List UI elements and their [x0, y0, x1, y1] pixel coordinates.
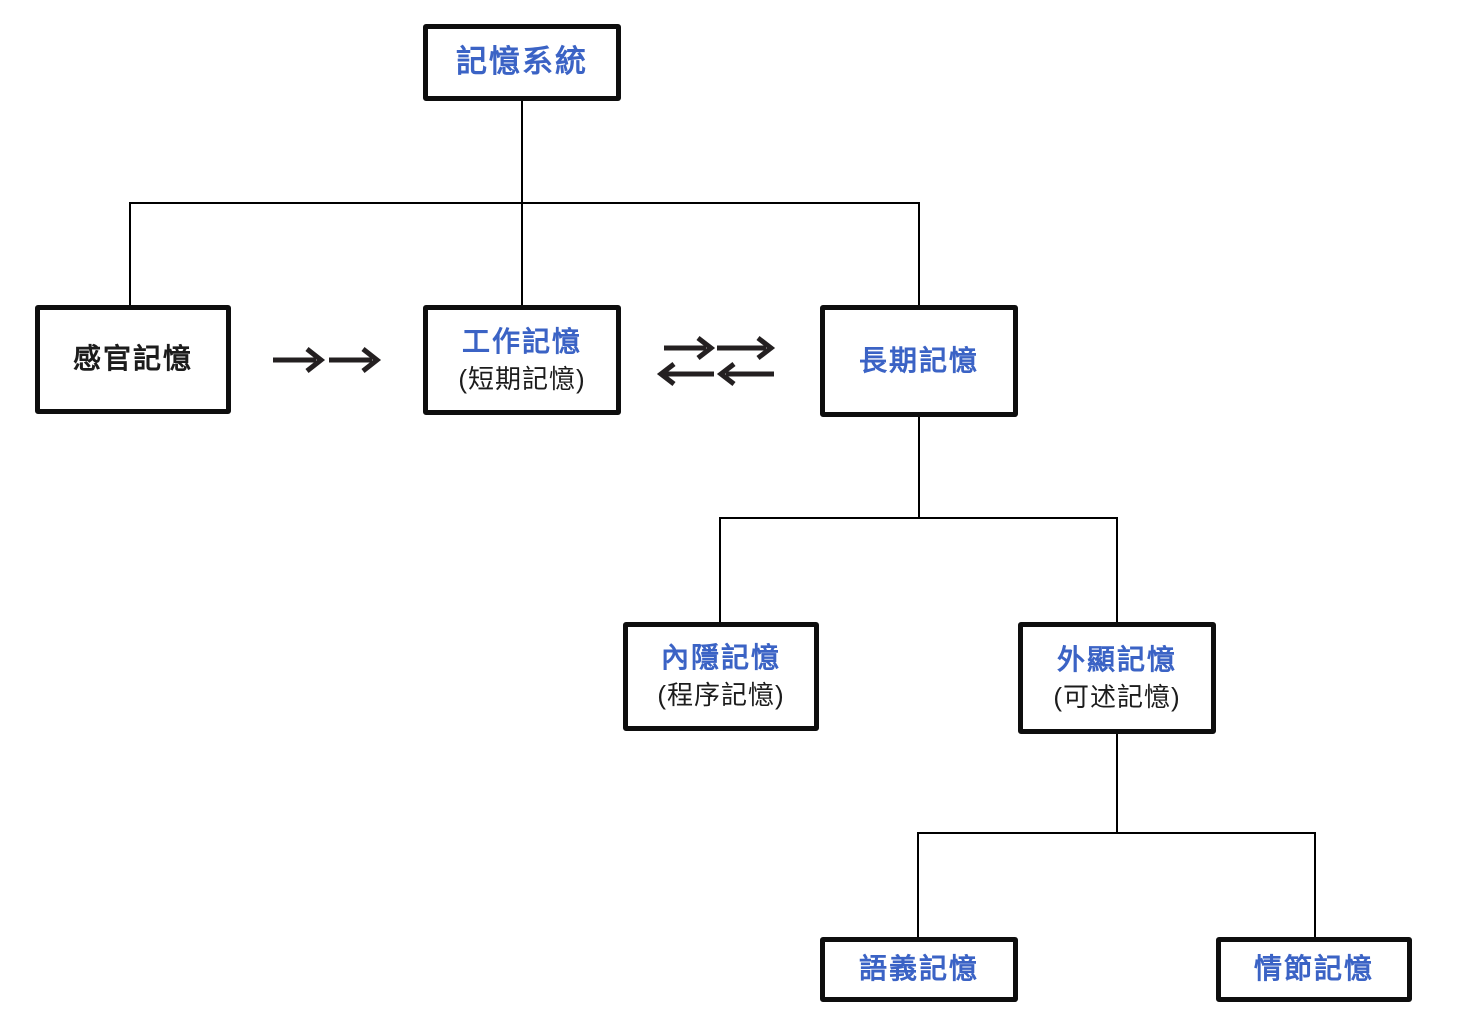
connector-level3-horizontal	[917, 832, 1316, 834]
node-semantic-memory[interactable]: 語義記憶	[820, 937, 1018, 1002]
connector-level2-horizontal	[719, 517, 1118, 519]
connector-level1-horizontal	[129, 202, 920, 204]
double-right-arrow-icon	[273, 347, 382, 373]
connector-working-vertical	[521, 203, 523, 305]
node-explicit-memory[interactable]: 外顯記憶 (可述記憶)	[1018, 622, 1216, 734]
connector-explicit-vertical	[1116, 518, 1118, 622]
node-episodic-memory-label: 情節記憶	[1253, 953, 1374, 985]
connector-longterm-vertical	[918, 203, 920, 305]
node-explicit-memory-sublabel: (可述記憶)	[1053, 681, 1181, 712]
connector-semantic-vertical	[917, 833, 919, 937]
node-working-memory-sublabel: (短期記憶)	[458, 363, 586, 394]
node-explicit-memory-label: 外顯記憶	[1056, 643, 1177, 675]
node-sensory-memory-label: 感官記憶	[72, 343, 193, 375]
double-bidirectional-arrow-icon	[656, 336, 776, 386]
connector-explicit-child-stem	[1116, 734, 1118, 833]
node-implicit-memory-label: 內隱記憶	[660, 642, 781, 674]
connector-root-vertical	[521, 100, 523, 203]
connector-implicit-vertical	[719, 518, 721, 622]
node-memory-system[interactable]: 記憶系統	[423, 24, 621, 101]
connector-longterm-child-stem	[918, 417, 920, 518]
node-implicit-memory-sublabel: (程序記憶)	[657, 680, 785, 711]
node-sensory-memory[interactable]: 感官記憶	[35, 305, 231, 414]
connector-episodic-vertical	[1314, 833, 1316, 937]
node-working-memory-label: 工作記憶	[461, 325, 582, 357]
connector-sensory-vertical	[129, 203, 131, 305]
node-semantic-memory-label: 語義記憶	[858, 953, 979, 985]
node-implicit-memory[interactable]: 內隱記憶 (程序記憶)	[623, 622, 819, 731]
node-longterm-memory-label: 長期記憶	[858, 344, 979, 376]
node-episodic-memory[interactable]: 情節記憶	[1216, 937, 1412, 1002]
node-longterm-memory[interactable]: 長期記憶	[820, 305, 1018, 417]
node-working-memory[interactable]: 工作記憶 (短期記憶)	[423, 305, 621, 415]
node-memory-system-label: 記憶系統	[456, 44, 588, 80]
